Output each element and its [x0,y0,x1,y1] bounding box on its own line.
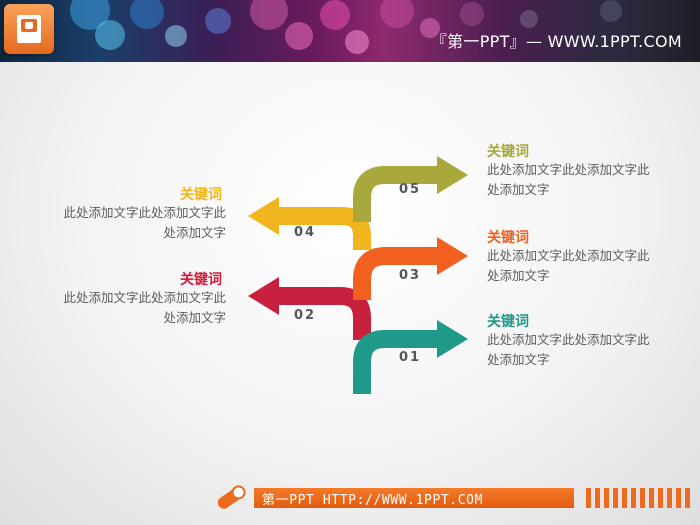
footer-stripe [640,488,645,508]
footer-stripe [685,488,690,508]
footer-text: 第一PPT HTTP://WWW.1PPT.COM [262,493,484,508]
keyword-03: 关键词 [487,230,529,246]
footer-bar [254,488,574,508]
arrow-02-head [248,277,279,315]
description-05: 此处添加文字此处添加文字此处添加文字 [487,162,650,197]
footer-stripe [586,488,591,508]
header-title: 『第一PPT』— WWW.1PPT.COM [430,32,682,51]
description-04: 此处添加文字此处添加文字此处添加文字 [63,205,226,240]
arrow-02 [276,287,371,340]
description-02: 此处添加文字此处添加文字此处添加文字 [63,290,226,325]
number-05: 05 [399,182,422,197]
footer-stripe [595,488,600,508]
number-02: 02 [294,308,317,323]
arrow-05 [353,166,440,222]
pencil-eraser-icon [217,485,246,509]
arrow-04 [276,207,371,250]
footer-stripe [622,488,627,508]
keyword-01: 关键词 [487,314,529,330]
footer-stripe [631,488,636,508]
number-03: 03 [399,268,422,283]
arrow-01 [353,330,440,394]
arrow-05-head [437,156,468,194]
arrow-03 [353,247,440,300]
footer-stripe [658,488,663,508]
keyword-05: 关键词 [487,144,529,160]
number-04: 04 [294,225,317,240]
arrow-01-head [437,320,468,358]
description-01: 此处添加文字此处添加文字此处添加文字 [487,332,650,367]
keyword-02: 关键词 [180,272,222,288]
keyword-04: 关键词 [180,187,222,203]
footer-stripe [676,488,681,508]
header-banner: 『第一PPT』— WWW.1PPT.COM [0,0,700,62]
footer-stripe [667,488,672,508]
powerpoint-logo-icon [4,4,54,54]
footer-stripe [613,488,618,508]
footer-stripe [649,488,654,508]
description-03: 此处添加文字此处添加文字此处添加文字 [487,248,650,283]
arrow-04-head [248,197,279,235]
footer-stripe [604,488,609,508]
number-01: 01 [399,350,422,365]
arrow-03-head [437,237,468,275]
